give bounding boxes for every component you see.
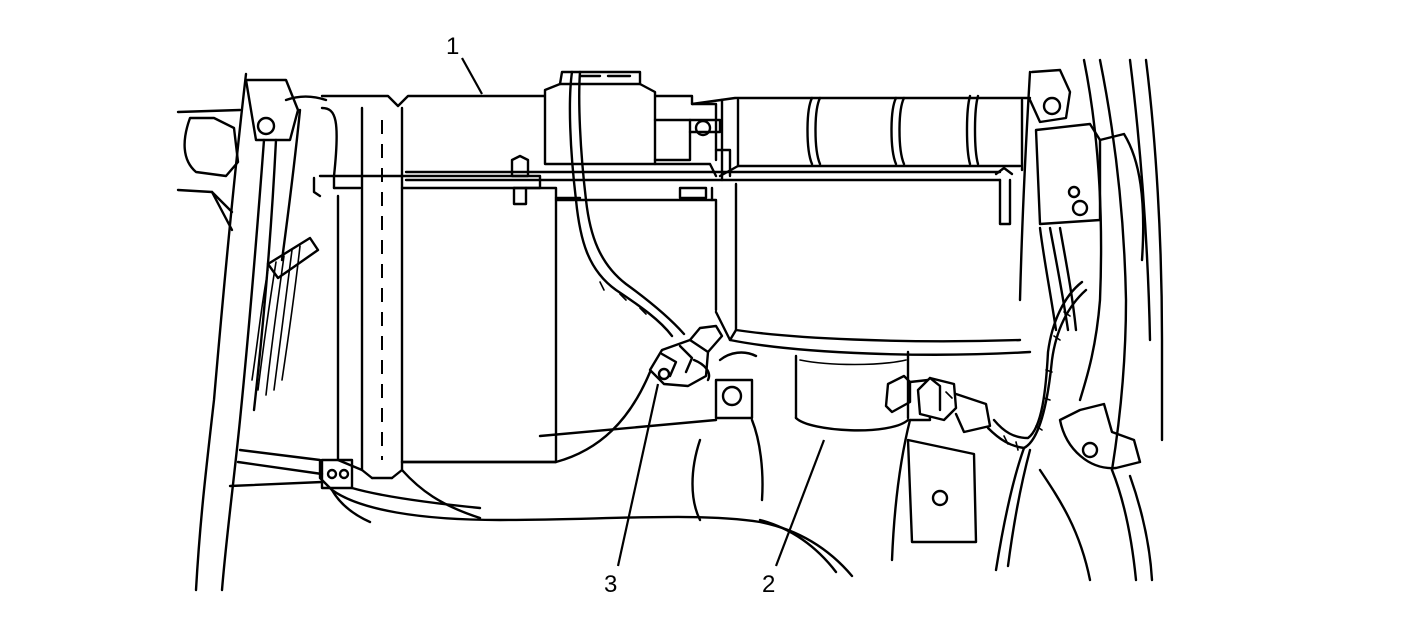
mounting-tab	[538, 351, 758, 438]
callout-3: 3	[604, 383, 660, 598]
callout-1-label: 1	[446, 33, 459, 60]
callout-3-leader	[616, 383, 660, 567]
actuator-wire	[568, 70, 686, 338]
left-wire-bundle	[251, 236, 320, 396]
right-harness	[986, 226, 1088, 572]
blower-motor	[794, 350, 910, 432]
callout-2-label: 2	[762, 571, 775, 598]
callout-1-leader	[461, 57, 483, 95]
air-inlet-housing	[714, 94, 1032, 356]
callout-2-leader	[774, 439, 826, 567]
motor-harness-connector	[884, 374, 992, 434]
callout-1: 1	[446, 33, 483, 95]
callout-2: 2	[762, 439, 826, 598]
callout-3-label: 3	[604, 571, 617, 598]
right-pillar	[1018, 58, 1164, 582]
left-pillar	[176, 72, 328, 592]
top-actuator	[543, 70, 732, 178]
lower-right-panel	[890, 418, 1092, 582]
motor-connector	[648, 324, 724, 388]
lower-floor-contour	[228, 418, 854, 578]
